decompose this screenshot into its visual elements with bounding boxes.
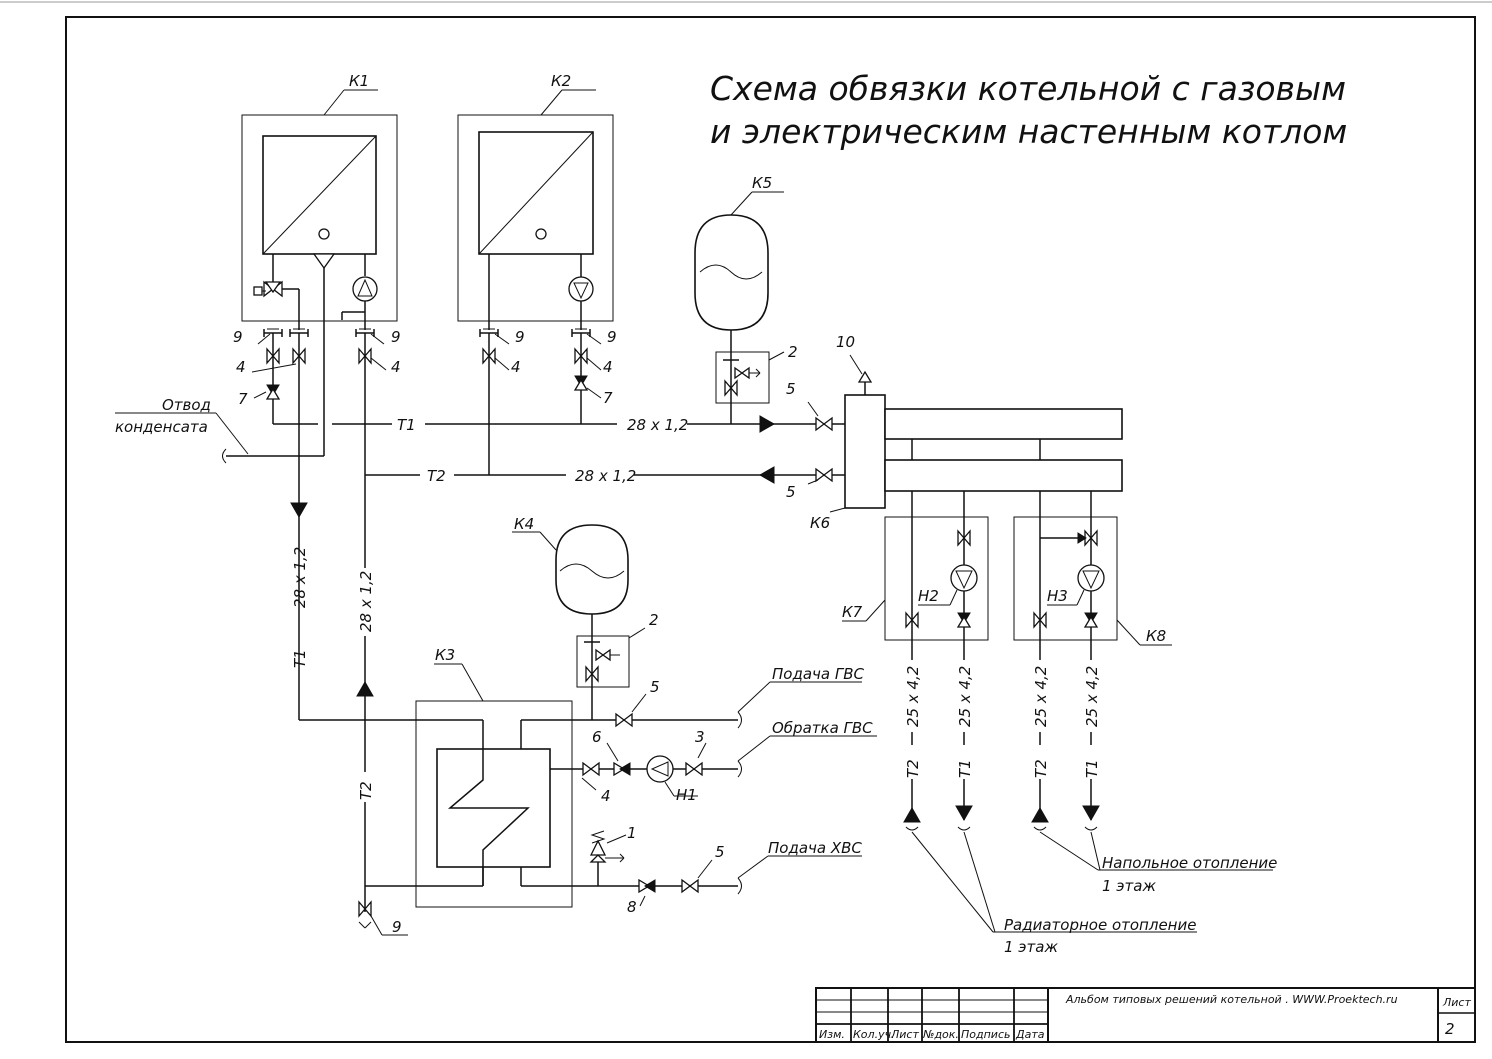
svg-text:Подпись: Подпись [961,1028,1010,1041]
svg-text:9: 9 [392,918,402,936]
svg-text:Радиаторное отопление: Радиаторное отопление [1004,916,1196,934]
svg-text:8: 8 [627,898,637,916]
svg-text:5: 5 [715,843,725,861]
svg-text:5: 5 [786,483,796,501]
pump-group-k8 [1013,516,1118,641]
svg-text:Т2: Т2 [427,467,446,485]
svg-text:4: 4 [236,358,246,376]
svg-text:Т2: Т2 [357,781,375,800]
title-line-1: Схема обвязки котельной с газовым [710,69,1346,108]
svg-text:Кол.уч.: Кол.уч. [853,1028,895,1041]
svg-text:28 x 1,2: 28 x 1,2 [357,571,375,632]
svg-text:Дата: Дата [1015,1028,1045,1041]
boiler-k2 [457,114,614,330]
label-k1: К1 [349,72,369,90]
svg-text:№док.: №док. [922,1028,959,1041]
svg-text:Т1: Т1 [291,649,309,668]
svg-text:9: 9 [233,328,243,346]
svg-text:2: 2 [649,611,659,629]
svg-text:28 x 1,2: 28 x 1,2 [291,547,309,608]
expansion-tank-k5 [694,214,769,331]
svg-text:Подача ГВС: Подача ГВС [772,665,864,683]
drawing-frame [65,16,1476,1043]
svg-text:25 x 4,2: 25 x 4,2 [904,666,922,727]
svg-text:4: 4 [391,358,401,376]
svg-text:Т2: Т2 [904,759,922,778]
svg-text:4: 4 [603,358,613,376]
note-condensate-2: конденсата [115,418,208,436]
svg-text:Т1: Т1 [397,416,416,434]
svg-text:Обратка ГВС: Обратка ГВС [772,719,873,737]
svg-text:1 этаж: 1 этаж [1004,938,1058,956]
svg-text:4: 4 [511,358,521,376]
leader-k1 [323,89,345,116]
title-block: Изм. Кол.уч. Лист №док. Подпись Дата Аль… [815,987,1476,1043]
svg-text:10: 10 [836,333,855,351]
svg-text:Лист: Лист [1442,996,1471,1009]
svg-text:1: 1 [627,824,637,842]
svg-text:5: 5 [786,380,796,398]
label-k2: К2 [551,72,571,90]
svg-text:Напольное отопление: Напольное отопление [1102,854,1277,872]
svg-text:Альбом типовых решений котельн: Альбом типовых решений котельной . WWW.P… [1065,993,1398,1006]
svg-text:2: 2 [1445,1020,1455,1038]
svg-text:Н1: Н1 [676,786,697,804]
svg-text:Т2: Т2 [1032,759,1050,778]
svg-text:Т1: Т1 [1083,759,1101,778]
svg-text:6: 6 [592,728,602,746]
svg-text:2: 2 [788,343,798,361]
svg-text:К5: К5 [752,174,772,192]
svg-text:7: 7 [238,390,248,408]
water-heater-k3 [415,700,637,908]
svg-text:Изм.: Изм. [819,1028,845,1041]
svg-text:25 x 4,2: 25 x 4,2 [956,666,974,727]
svg-text:5: 5 [650,678,660,696]
svg-text:К7: К7 [842,603,863,621]
svg-text:25 x 4,2: 25 x 4,2 [1032,666,1050,727]
svg-text:К6: К6 [810,514,830,532]
svg-text:Лист: Лист [890,1028,919,1041]
svg-text:Н3: Н3 [1047,587,1068,605]
svg-text:Н2: Н2 [918,587,939,605]
svg-text:1 этаж: 1 этаж [1102,877,1156,895]
svg-text:28 x 1,2: 28 x 1,2 [575,467,636,485]
svg-text:К3: К3 [435,646,455,664]
svg-text:7: 7 [603,389,613,407]
svg-text:К8: К8 [1146,627,1166,645]
svg-text:3: 3 [695,728,705,746]
svg-text:К4: К4 [514,515,534,533]
svg-text:28 x 1,2: 28 x 1,2 [627,416,688,434]
pump-group-k7 [884,516,989,641]
svg-text:Т1: Т1 [956,759,974,778]
svg-text:Подача ХВС: Подача ХВС [768,839,862,857]
expansion-tank-k4 [555,524,629,615]
svg-text:9: 9 [607,328,617,346]
svg-text:4: 4 [601,787,611,805]
svg-text:25 x 4,2: 25 x 4,2 [1083,666,1101,727]
branch-labels: 25 x 4,2 25 x 4,2 25 x 4,2 25 x 4,2 Т2 Т… [903,660,1101,779]
note-condensate-1: Отвод [162,396,211,414]
svg-text:9: 9 [515,328,525,346]
svg-text:9: 9 [391,328,401,346]
boiler-k1 [241,114,398,456]
title-line-2: и электрическим настенным котлом [710,112,1347,151]
manifold-k6 [844,394,886,509]
